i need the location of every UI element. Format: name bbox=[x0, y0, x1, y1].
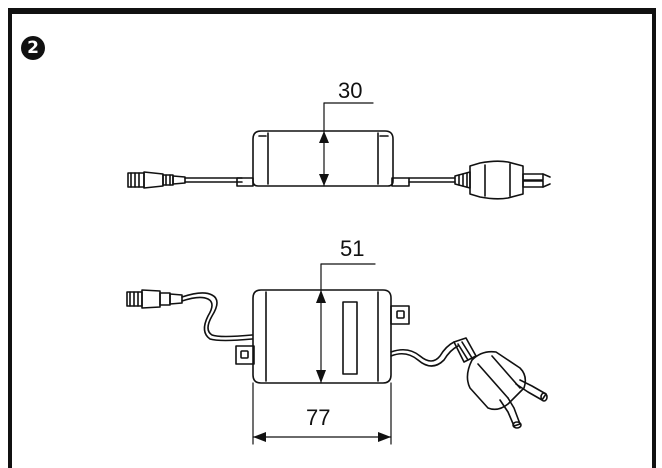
dim-arrow-down bbox=[319, 174, 329, 186]
cable-left-top bbox=[181, 292, 253, 338]
step-number-badge: 2 bbox=[21, 36, 45, 60]
dim-arrow-up bbox=[319, 131, 329, 143]
dc-connector-side bbox=[127, 171, 186, 189]
frame-border-right bbox=[652, 8, 656, 468]
mounting-tab-right bbox=[390, 305, 410, 325]
power-plug-top bbox=[453, 337, 548, 429]
frame-border-left bbox=[8, 8, 12, 468]
height-dimension-label: 30 bbox=[338, 78, 362, 103]
top-view: 51 77 bbox=[126, 236, 548, 445]
cable-right-top bbox=[390, 341, 455, 362]
dc-connector-top bbox=[126, 289, 183, 309]
mounting-tab-left bbox=[235, 345, 255, 365]
foot-left-side bbox=[236, 177, 254, 187]
foot-right-side bbox=[391, 177, 410, 187]
width-dimension-label: 77 bbox=[306, 405, 330, 430]
depth-dimension-label: 51 bbox=[340, 236, 364, 261]
adapter-body-side bbox=[252, 130, 394, 187]
side-view: 30 bbox=[127, 78, 551, 200]
label-recess bbox=[342, 301, 358, 375]
frame-border-top bbox=[8, 8, 656, 14]
power-plug-side bbox=[454, 160, 551, 200]
adapter-body-top bbox=[252, 289, 392, 384]
